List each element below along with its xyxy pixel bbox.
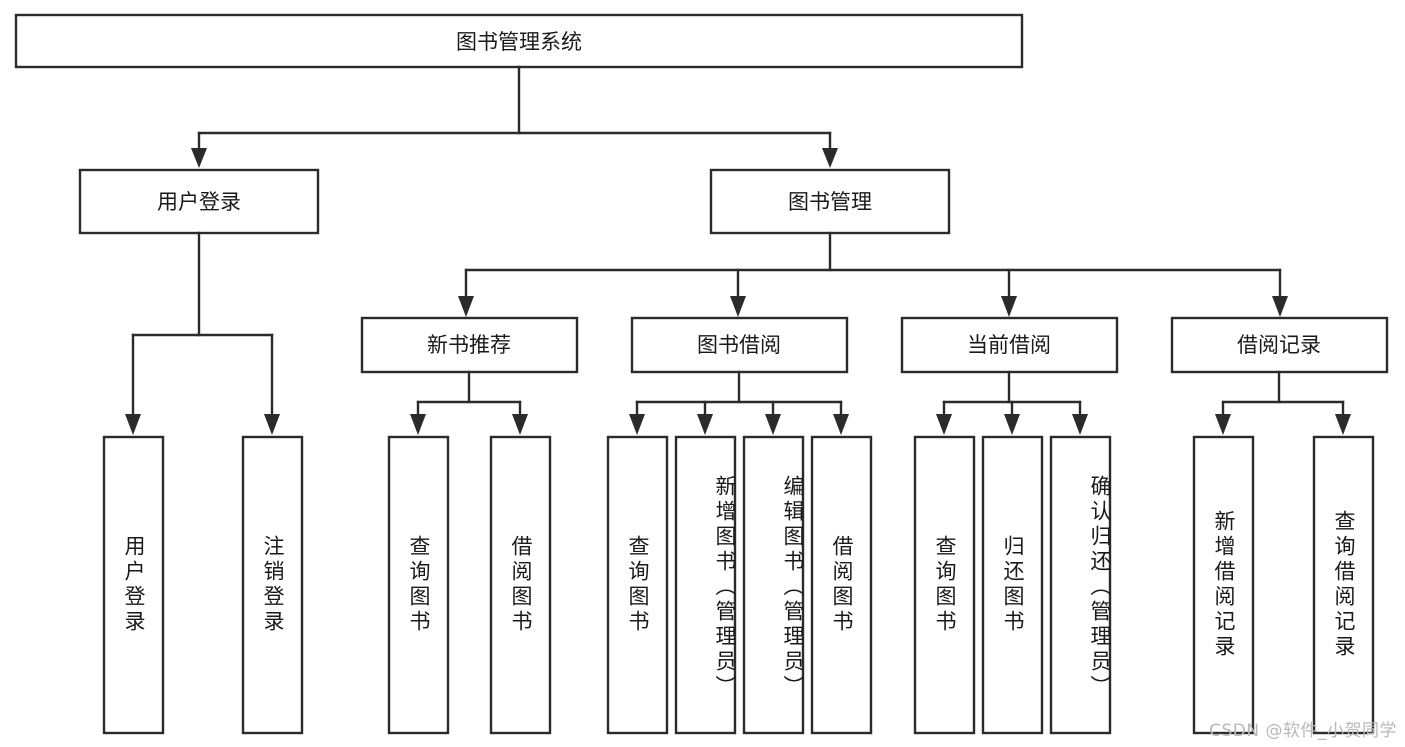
leaf-box-query-book-1[interactable] [387, 435, 450, 735]
node-label: 图书管理 [788, 190, 872, 214]
leaf-box-confirm-return[interactable] [1049, 435, 1112, 735]
node-label: 借阅记录 [1237, 333, 1321, 357]
arrow-head-icon [191, 148, 207, 168]
arrow-head-icon [1001, 296, 1017, 317]
leaf-box-edit-book[interactable] [742, 435, 805, 735]
node-label: 新书推荐 [427, 333, 511, 357]
leaf-box-borrow-book-1[interactable] [489, 435, 552, 735]
node-box [1170, 316, 1389, 374]
arrow-head-icon [730, 296, 746, 317]
node-label: 图书借阅 [697, 333, 781, 357]
arrow-head-icon [125, 414, 141, 435]
arrow-head-icon [822, 148, 838, 168]
node-box [900, 316, 1119, 374]
leaf-box-add-book[interactable] [674, 435, 737, 735]
csdn-watermark: CSDN @软件_小贺同学 [1209, 721, 1397, 741]
arrow-head-icon [1272, 296, 1288, 317]
node-box [14, 13, 1024, 69]
node-borrow-record[interactable]: 借阅记录 [1170, 316, 1389, 374]
node-user-login[interactable]: 用户登录 [78, 168, 320, 235]
arrow-head-icon [1215, 414, 1231, 435]
node-new-book-recommend[interactable]: 新书推荐 [360, 316, 579, 374]
node-label: 用户登录 [157, 190, 241, 214]
leaf-box-query-borrow-record[interactable] [1312, 435, 1375, 735]
node-box [709, 168, 951, 235]
arrow-head-icon [458, 296, 474, 317]
leaf-box-query-book-3[interactable] [913, 435, 976, 735]
node-book-manage[interactable]: 图书管理 [709, 168, 951, 235]
arrow-head-icon [629, 414, 645, 435]
node-book-management-system[interactable]: 图书管理系统 [14, 13, 1024, 69]
arrow-head-icon [936, 414, 952, 435]
arrow-head-icon [410, 414, 426, 435]
node-label: 当前借阅 [967, 333, 1051, 357]
leaf-box-user-login[interactable] [102, 435, 165, 735]
arrow-head-icon [1072, 414, 1088, 435]
arrow-head-icon [833, 414, 849, 435]
leaf-box-borrow-book-2[interactable] [810, 435, 873, 735]
leaf-box-return-book[interactable] [981, 435, 1044, 735]
leaf-box-logout-login[interactable] [241, 435, 304, 735]
arrow-head-icon [1004, 414, 1020, 435]
arrow-head-icon [765, 414, 781, 435]
node-current-borrow[interactable]: 当前借阅 [900, 316, 1119, 374]
arrow-head-icon [1335, 414, 1351, 435]
node-box [630, 316, 849, 374]
leaf-box-query-book-2[interactable] [606, 435, 669, 735]
node-label: 图书管理系统 [456, 30, 582, 54]
arrow-head-icon [697, 414, 713, 435]
node-book-borrow[interactable]: 图书借阅 [630, 316, 849, 374]
node-box [360, 316, 579, 374]
leaf-box-add-borrow-record[interactable] [1192, 435, 1255, 735]
arrow-head-icon [264, 414, 280, 435]
arrow-head-icon [512, 414, 528, 435]
